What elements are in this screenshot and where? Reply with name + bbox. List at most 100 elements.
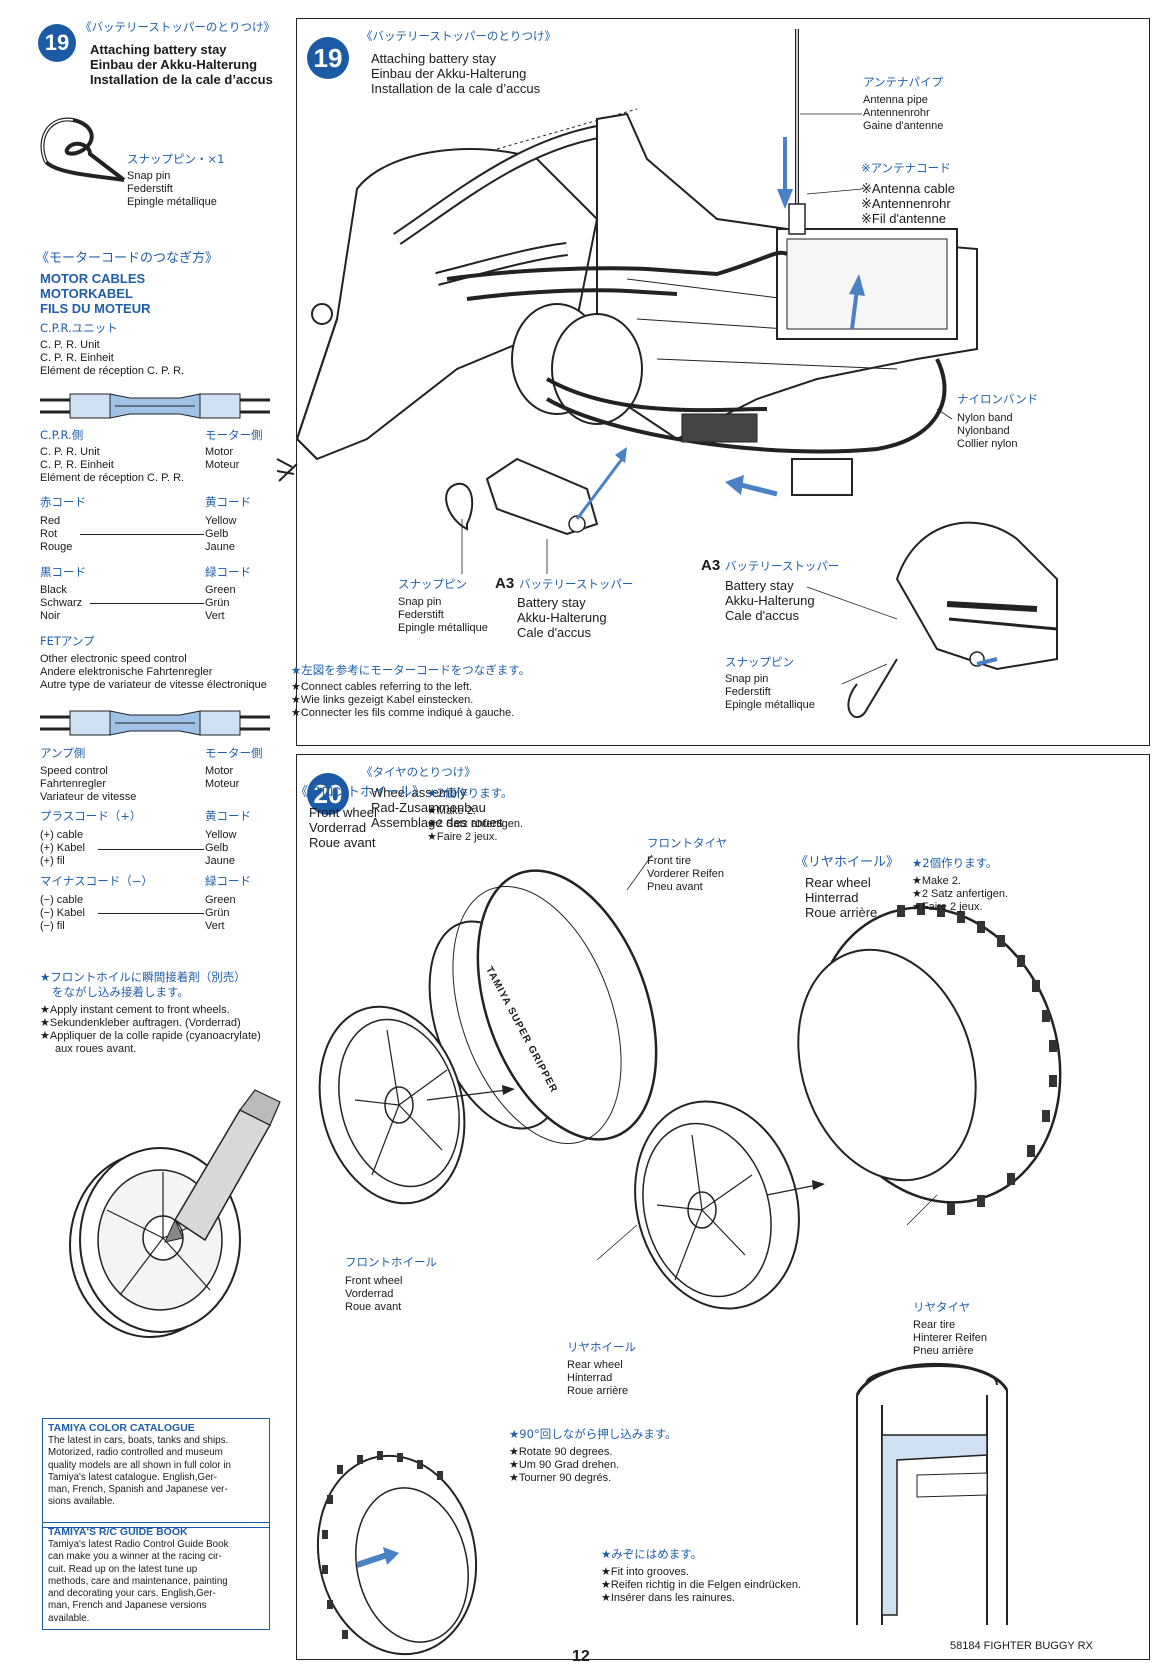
- rotate-note-en: ★Rotate 90 degrees.: [509, 1446, 613, 1458]
- green2-de: Grün: [205, 907, 230, 919]
- snap-pin-label-jp: スナップピン・×1: [127, 152, 225, 166]
- battery-stay1-en: Battery stay: [517, 595, 586, 610]
- red-cable-jp: 赤コード: [40, 495, 86, 509]
- battery-stay2-jp: バッテリーストッパー: [725, 559, 840, 573]
- product-code: 58184 FIGHTER BUGGY RX: [950, 1640, 1093, 1652]
- step-19-title-en: Attaching battery stay: [90, 42, 227, 57]
- p20-title-de: Rad-Zusammenbau: [371, 800, 486, 815]
- motor-cables-title-jp: 《モーターコードのつなぎ方》: [36, 251, 219, 266]
- p19-note-de: ★Wie links gezeigt Kabel einstecken.: [291, 694, 474, 706]
- cpr-connector-drawing: [40, 393, 270, 419]
- plus-cable-de: (+) Kabel: [40, 842, 85, 854]
- green-cable-jp: 緑コード: [205, 565, 251, 579]
- nylon-band-jp: ナイロンバンド: [957, 392, 1039, 406]
- snap-pin-drawing: [40, 117, 126, 182]
- rear-wheel-part-jp: リヤホイール: [567, 1340, 636, 1354]
- battery-stay1-fr: Cale d'accus: [517, 625, 592, 640]
- step-19-title-jp: 《バッテリーストッパーのとりつけ》: [80, 20, 276, 34]
- cement-wheel-drawing: [69, 1089, 281, 1338]
- motor-cables-title-fr: FILS DU MOTEUR: [40, 301, 151, 316]
- front-tire-jp: フロントタイヤ: [647, 836, 728, 850]
- rear-tire-part-en: Rear tire: [913, 1319, 956, 1331]
- motor-cables-title-de: MOTORKABEL: [40, 286, 133, 301]
- rear-make-en: ★Make 2.: [912, 875, 961, 887]
- rotate-note-jp: ★90°回しながら押し込みます。: [509, 1427, 677, 1441]
- plus-cable-fr: (+) fil: [40, 855, 65, 867]
- rear-tire-part-de: Hinterer Reifen: [913, 1332, 987, 1344]
- rear-wheel-part-fr: Roue arrière: [567, 1385, 629, 1397]
- black-cable-en: Black: [40, 584, 67, 596]
- snap-pin2-en: Snap pin: [725, 673, 769, 685]
- amp-side-en: Speed control: [40, 765, 108, 777]
- grooves-note-en: ★Fit into grooves.: [601, 1566, 690, 1578]
- guide-book-body: Tamiya's latest Radio Control Guide Book…: [48, 1539, 229, 1624]
- step-19-badge-small: 19: [38, 24, 76, 62]
- step-19-title-fr: Installation de la cale d’accus: [90, 72, 273, 87]
- motor-side2-de: Moteur: [205, 778, 240, 790]
- rear-wheel-de: Hinterrad: [805, 890, 859, 905]
- rear-make-jp: ★2個作ります。: [912, 856, 998, 870]
- step-19-badge: 19: [307, 37, 349, 79]
- yellow-cable-en: Yellow: [205, 515, 237, 527]
- green-cable-en: Green: [205, 584, 236, 596]
- motor-side-de: Moteur: [205, 459, 240, 471]
- p19-note-fr: ★Connecter les fils comme indiqué à gauc…: [291, 707, 515, 719]
- front-make-jp: ★2個作ります。: [427, 786, 513, 800]
- p19-title-en: Attaching battery stay: [371, 51, 497, 66]
- front-make-de: ★2 Satz anfertigen.: [427, 818, 524, 830]
- nylon-band-fr: Collier nylon: [957, 438, 1018, 450]
- amp-side-de: Fahrtenregler: [40, 778, 107, 790]
- color-catalogue-title: TAMIYA COLOR CATALOGUE: [48, 1422, 195, 1434]
- minus-cable-de: (−) Kabel: [40, 907, 85, 919]
- green2-jp: 緑コード: [205, 874, 251, 888]
- front-wheel-heading-jp: 《フロントホイール》: [295, 785, 426, 800]
- plus-cable-jp: プラスコード（+）: [40, 809, 142, 823]
- cement-note-fr2: aux roues avant.: [55, 1043, 137, 1055]
- p19-title-fr: Installation de la cale d’accus: [371, 81, 541, 96]
- battery-stay2-de: Akku-Halterung: [725, 593, 815, 608]
- snap-pin-label-fr: Epingle métallique: [127, 196, 217, 208]
- front-tire-en: Front tire: [647, 855, 692, 867]
- fet-amp-jp: FETアンプ: [40, 634, 95, 648]
- motor-cables-title-en: MOTOR CABLES: [40, 271, 146, 286]
- guide-book-box: TAMIYA'S R/C GUIDE BOOK Tamiya's latest …: [42, 1522, 270, 1630]
- antenna-pipe-en: Antenna pipe: [863, 94, 928, 106]
- battery-stay2-en: Battery stay: [725, 578, 794, 593]
- step-20-panel: 20 《タイヤのとりつけ》 Wheel assembly Rad-Zusamme…: [295, 754, 1150, 1660]
- front-wheel-de: Vorderrad: [309, 820, 367, 835]
- cpr-unit-jp: C.P.R.ユニット: [40, 321, 118, 335]
- rear-wheel-part-en: Rear wheel: [567, 1359, 623, 1371]
- green-cable-de: Grün: [205, 597, 230, 609]
- motor-side-jp: モーター側: [205, 428, 263, 442]
- minus-line: [98, 913, 204, 914]
- antenna-cable-de: ※Antennenrohr: [861, 196, 951, 211]
- amp-side-jp: アンプ側: [40, 746, 86, 760]
- rear-wheel-part-de: Hinterrad: [567, 1372, 613, 1384]
- black-green-line: [90, 603, 204, 604]
- fet-amp-fr: Autre type de variateur de vitesse élect…: [40, 679, 267, 691]
- fet-connector-drawing: [40, 710, 270, 736]
- nylon-band-de: Nylonband: [957, 425, 1010, 437]
- cement-note-de: ★Sekundenkleber auftragen. (Vorderrad): [40, 1017, 241, 1029]
- plus-cable-en: (+) cable: [40, 829, 84, 841]
- snap-pin2-fr: Epingle métallique: [725, 699, 815, 711]
- p19-title-jp: 《バッテリーストッパーのとりつけ》: [361, 29, 557, 43]
- battery-stay1-de: Akku-Halterung: [517, 610, 607, 625]
- minus-cable-fr: (−) fil: [40, 920, 65, 932]
- minus-cable-jp: マイナスコード（−）: [40, 874, 153, 888]
- cpr-unit-en: C. P. R. Unit: [40, 339, 100, 351]
- red-yellow-line: [80, 534, 204, 535]
- p20-title-fr: Assemblage des roues: [371, 815, 504, 830]
- antenna-cable-fr: ※Fil d'antenne: [861, 211, 946, 226]
- front-wheel-part-fr: Roue avant: [345, 1301, 402, 1313]
- wheel-assembly-drawing: [316, 854, 1062, 1656]
- step-19-title-de: Einbau der Akku-Halterung: [90, 57, 258, 72]
- plus-line: [98, 849, 204, 850]
- grooves-note-fr: ★Insérer dans les rainures.: [601, 1592, 735, 1604]
- cpr-side-de: C. P. R. Einheit: [40, 459, 114, 471]
- snap-pin2-de: Federstift: [725, 686, 771, 698]
- cpr-side-fr: Elément de réception C. P. R.: [40, 472, 185, 484]
- cement-note-jp1: ★フロントホイルに瞬間接着剤（別売）: [40, 970, 246, 984]
- fet-amp-en: Other electronic speed control: [40, 653, 187, 665]
- color-catalogue-body: The latest in cars, boats, tanks and shi…: [48, 1435, 231, 1508]
